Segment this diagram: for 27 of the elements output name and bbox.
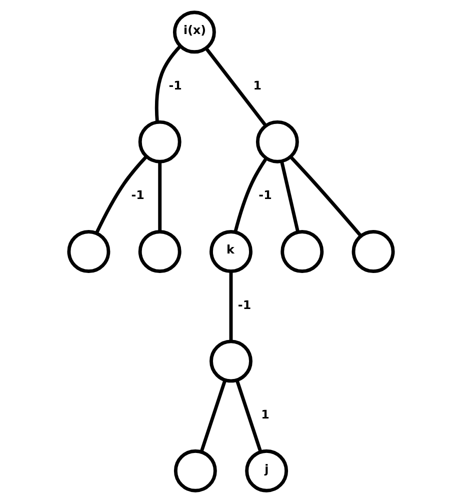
node-circle: j [244, 449, 288, 492]
edge-label: -1 [258, 188, 272, 202]
node-circle: k [209, 230, 252, 273]
connector [94, 155, 148, 234]
node-circle [209, 340, 252, 383]
connector [280, 161, 300, 232]
connector [154, 45, 181, 122]
connector [204, 48, 267, 127]
connector [228, 272, 232, 342]
node-circle [138, 120, 181, 164]
connector [234, 380, 262, 452]
node-circle [66, 230, 110, 273]
connector [199, 380, 226, 452]
edge-label: -1 [168, 78, 182, 93]
node-circle [351, 230, 394, 273]
edge-label: 1 [260, 408, 269, 422]
edge-label: -1 [237, 298, 251, 312]
edge-label: -1 [130, 188, 144, 202]
connector [158, 162, 162, 232]
connector [233, 157, 268, 232]
node-circle [173, 449, 216, 492]
node-circle [138, 230, 181, 273]
edge-label: 1 [252, 78, 261, 93]
node-circle: i(x) [172, 10, 216, 54]
node-circle [280, 230, 324, 273]
node-circle [255, 120, 298, 164]
connector [289, 156, 362, 238]
